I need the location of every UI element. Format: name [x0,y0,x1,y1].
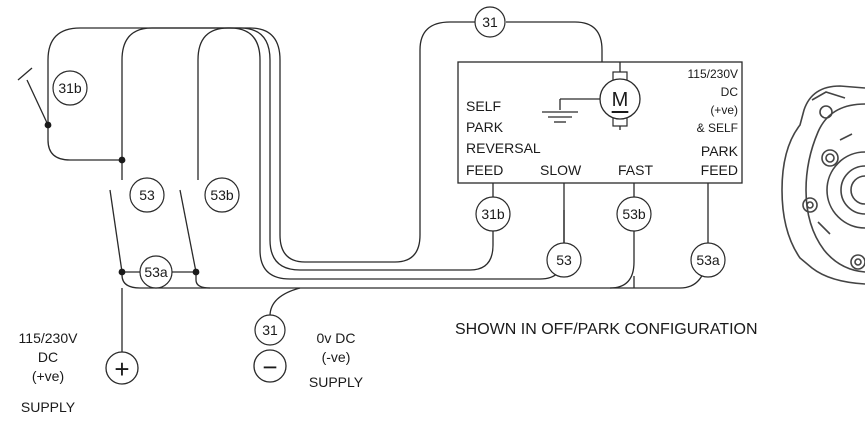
svg-text:53: 53 [139,187,155,203]
box-left-line-2: PARK [466,119,504,135]
terminal-negative-31: 31 [254,314,286,346]
box-right-line-6: FEED [701,162,738,178]
box-right-line-4: & SELF [697,121,738,135]
switch-53b-blade [179,189,197,273]
wire-31b-loop [47,21,475,263]
motor-box: M SELF PARK REVERSAL FEED 115/230V DC (+… [457,61,743,184]
svg-text:(-ve): (-ve) [322,349,351,365]
wire-31-right [506,21,603,62]
config-caption: SHOWN IN OFF/PARK CONFIGURATION [455,321,758,338]
wiper-motor-illustration-icon [781,85,865,285]
box-right-line-2: DC [721,85,739,99]
terminal-switch-31b: 31b [52,70,88,106]
fast-label: FAST [618,162,653,178]
box-right-line-1: 115/230V [688,67,739,81]
terminal-switch-53b: 53b [204,177,240,213]
terminal-switch-53: 53 [129,177,165,213]
svg-text:115/230V: 115/230V [19,330,79,346]
terminal-box-53b: 53b [616,196,652,232]
svg-text:31: 31 [482,14,498,30]
terminal-box-53: 53 [546,242,582,278]
svg-text:DC: DC [38,349,58,365]
junction-dot [118,156,126,164]
motor-symbol: M [612,89,629,111]
terminal-switch-53a: 53a [139,255,173,289]
svg-text:SUPPLY: SUPPLY [21,399,76,415]
box-right-line-3: (+ve) [710,103,738,117]
switch-53-blade [109,189,123,273]
svg-text:31: 31 [262,322,278,338]
junction-dot [44,121,52,129]
positive-supply-icon: + [105,351,139,385]
svg-text:SUPPLY: SUPPLY [309,374,364,390]
wire-negative [269,287,301,317]
box-left-line-4: FEED [466,162,503,178]
wire-31b-common [47,125,122,161]
negative-supply-label: 0v DC (-ve) SUPPLY [309,330,364,390]
slow-label: SLOW [540,162,582,178]
positive-supply-label: 115/230V DC (+ve) SUPPLY [19,330,79,415]
motor-box-frame [457,61,743,184]
junctions [44,121,200,276]
wire-53a-feed [195,272,211,289]
box-left-line-1: SELF [466,98,501,114]
box-left-line-3: REVERSAL [466,140,541,156]
ground-icon [542,98,600,123]
svg-text:31b: 31b [481,206,505,222]
svg-text:0v DC: 0v DC [317,330,356,346]
motor-icon: M [599,62,641,130]
negative-symbol: − [262,352,277,382]
svg-text:53b: 53b [210,187,234,203]
svg-text:53b: 53b [622,206,646,222]
junction-dot [192,268,200,276]
wire-53-loop [121,27,494,271]
svg-text:31b: 31b [58,80,82,96]
wire-return-bus [121,272,640,289]
svg-text:53a: 53a [144,264,168,280]
terminal-top-31: 31 [474,6,506,38]
box-right-line-5: PARK [701,143,739,159]
terminal-box-53a: 53a [690,242,726,278]
svg-text:53: 53 [556,252,572,268]
negative-supply-icon: − [253,349,287,383]
terminal-box-31b: 31b [475,196,511,232]
wire-53b-down [609,215,635,289]
svg-text:53a: 53a [696,252,720,268]
svg-text:(+ve): (+ve) [32,368,64,384]
wire-53b-loop [197,27,565,280]
switch-31b-stub [17,67,33,81]
switch-31b-lever [26,79,49,126]
junction-dot [118,268,126,276]
positive-symbol: + [114,354,129,384]
